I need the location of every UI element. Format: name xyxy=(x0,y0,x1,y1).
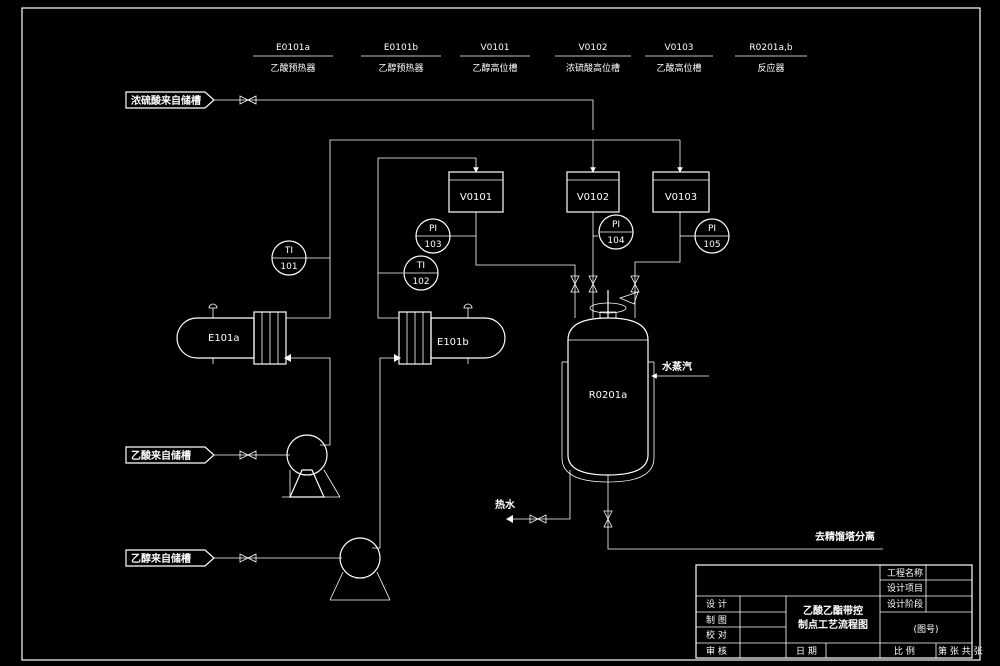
tank-v0101: V0101 xyxy=(448,171,504,213)
instrument-ti-102: TI 102 xyxy=(403,255,439,291)
pump-ethanol xyxy=(329,537,391,601)
equipment-label: E101b xyxy=(437,337,469,348)
stream-label-hot-water: 热水 xyxy=(495,498,516,511)
reactor-r0201a: R0201a xyxy=(561,290,655,483)
valve xyxy=(239,450,257,460)
instrument-pi-103: PI 103 xyxy=(415,218,451,254)
legend-name: 反应器 xyxy=(757,62,784,74)
legend-name: 乙醇高位槽 xyxy=(472,62,517,74)
equipment-label: R0201a xyxy=(589,390,628,401)
legend-item: V0101 乙醇高位槽 xyxy=(460,43,530,74)
piping xyxy=(214,99,883,559)
source-label: 乙醇来自储槽 xyxy=(131,552,191,565)
drawing-title: 制点工艺流程图 xyxy=(798,618,868,631)
legend-tag: V0102 xyxy=(578,43,607,53)
svg-text:TI: TI xyxy=(284,246,293,256)
title-block-field: 比 例 xyxy=(894,645,915,657)
equipment-legend: E0101a 乙酸预热器 E0101b 乙醇预热器 V0101 乙醇高位槽 V0… xyxy=(253,43,807,74)
equipment-label: E101a xyxy=(208,333,240,344)
valve xyxy=(239,95,257,105)
title-block-field: 设计阶段 xyxy=(887,598,923,610)
title-block-field: 设计项目 xyxy=(887,582,923,594)
equipment-label: V0103 xyxy=(665,192,697,203)
source-sulfuric-acid: 浓硫酸来自储槽 xyxy=(125,91,215,109)
legend-tag: E0101b xyxy=(384,43,419,53)
svg-text:PI: PI xyxy=(612,220,620,230)
legend-item: V0102 浓硫酸高位槽 xyxy=(555,43,631,74)
svg-text:104: 104 xyxy=(607,236,624,246)
legend-item: E0101a 乙酸预热器 xyxy=(253,43,333,74)
title-block-field: 设 计 xyxy=(706,598,727,610)
drawing-title: 乙酸乙酯带控 xyxy=(803,604,863,617)
heat-exchanger-e101a: E101a xyxy=(176,303,287,365)
tank-v0103: V0103 xyxy=(652,171,710,213)
valve xyxy=(529,514,547,524)
source-acetic-acid: 乙酸来自储槽 xyxy=(125,446,215,464)
source-label: 浓硫酸来自储槽 xyxy=(131,94,201,107)
legend-tag: V0103 xyxy=(664,43,693,53)
svg-text:PI: PI xyxy=(429,224,437,234)
legend-item: E0101b 乙醇预热器 xyxy=(361,43,441,74)
title-block-field: 制 图 xyxy=(706,614,727,626)
title-block-field: 工程名称 xyxy=(887,567,923,579)
pump-acetic-acid xyxy=(282,434,341,498)
svg-text:102: 102 xyxy=(412,277,429,287)
drawing-border xyxy=(21,7,981,661)
legend-tag: R0201a,b xyxy=(749,43,793,53)
svg-text:TI: TI xyxy=(416,261,425,271)
title-block-field: 审 核 xyxy=(706,645,727,657)
stream-label-to-refining: 去精馏塔分离 xyxy=(815,530,875,543)
svg-text:105: 105 xyxy=(703,240,720,250)
legend-item: R0201a,b 反应器 xyxy=(735,43,807,74)
drawing-number: (图号) xyxy=(913,624,938,635)
legend-name: 乙酸预热器 xyxy=(270,62,315,74)
valve xyxy=(239,553,257,563)
legend-name: 乙醇预热器 xyxy=(378,62,423,74)
svg-text:103: 103 xyxy=(424,240,441,250)
equipment-label: V0102 xyxy=(577,192,609,203)
title-block-field: 日 期 xyxy=(796,646,817,657)
heat-exchanger-e101b: E101b xyxy=(398,303,506,365)
source-label: 乙酸来自储槽 xyxy=(131,449,191,462)
title-block: 工程名称 设计项目 设计阶段 乙酸乙酯带控 制点工艺流程图 (图号) 设 计 制… xyxy=(695,564,983,659)
source-ethanol: 乙醇来自储槽 xyxy=(125,549,215,567)
legend-item: V0103 乙酸高位槽 xyxy=(645,43,713,74)
instrument-ti-101: TI 101 xyxy=(271,240,307,276)
title-block-field: 校 对 xyxy=(706,629,727,641)
stream-label-steam: 水蒸汽 xyxy=(661,360,692,373)
legend-name: 浓硫酸高位槽 xyxy=(566,62,620,74)
instrument-pi-105: PI 105 xyxy=(694,218,730,254)
valve xyxy=(588,275,598,293)
svg-text:101: 101 xyxy=(280,262,297,272)
valve xyxy=(570,275,580,293)
valve xyxy=(630,275,640,293)
title-block-field: 第 张 共 张 xyxy=(938,645,983,657)
instrument-pi-104: PI 104 xyxy=(598,214,634,250)
legend-tag: V0101 xyxy=(480,43,509,53)
equipment-label: V0101 xyxy=(460,192,492,203)
valve xyxy=(603,510,613,528)
legend-tag: E0101a xyxy=(276,43,310,53)
tank-v0102: V0102 xyxy=(566,171,620,213)
svg-text:PI: PI xyxy=(708,224,716,234)
legend-name: 乙酸高位槽 xyxy=(656,62,701,74)
